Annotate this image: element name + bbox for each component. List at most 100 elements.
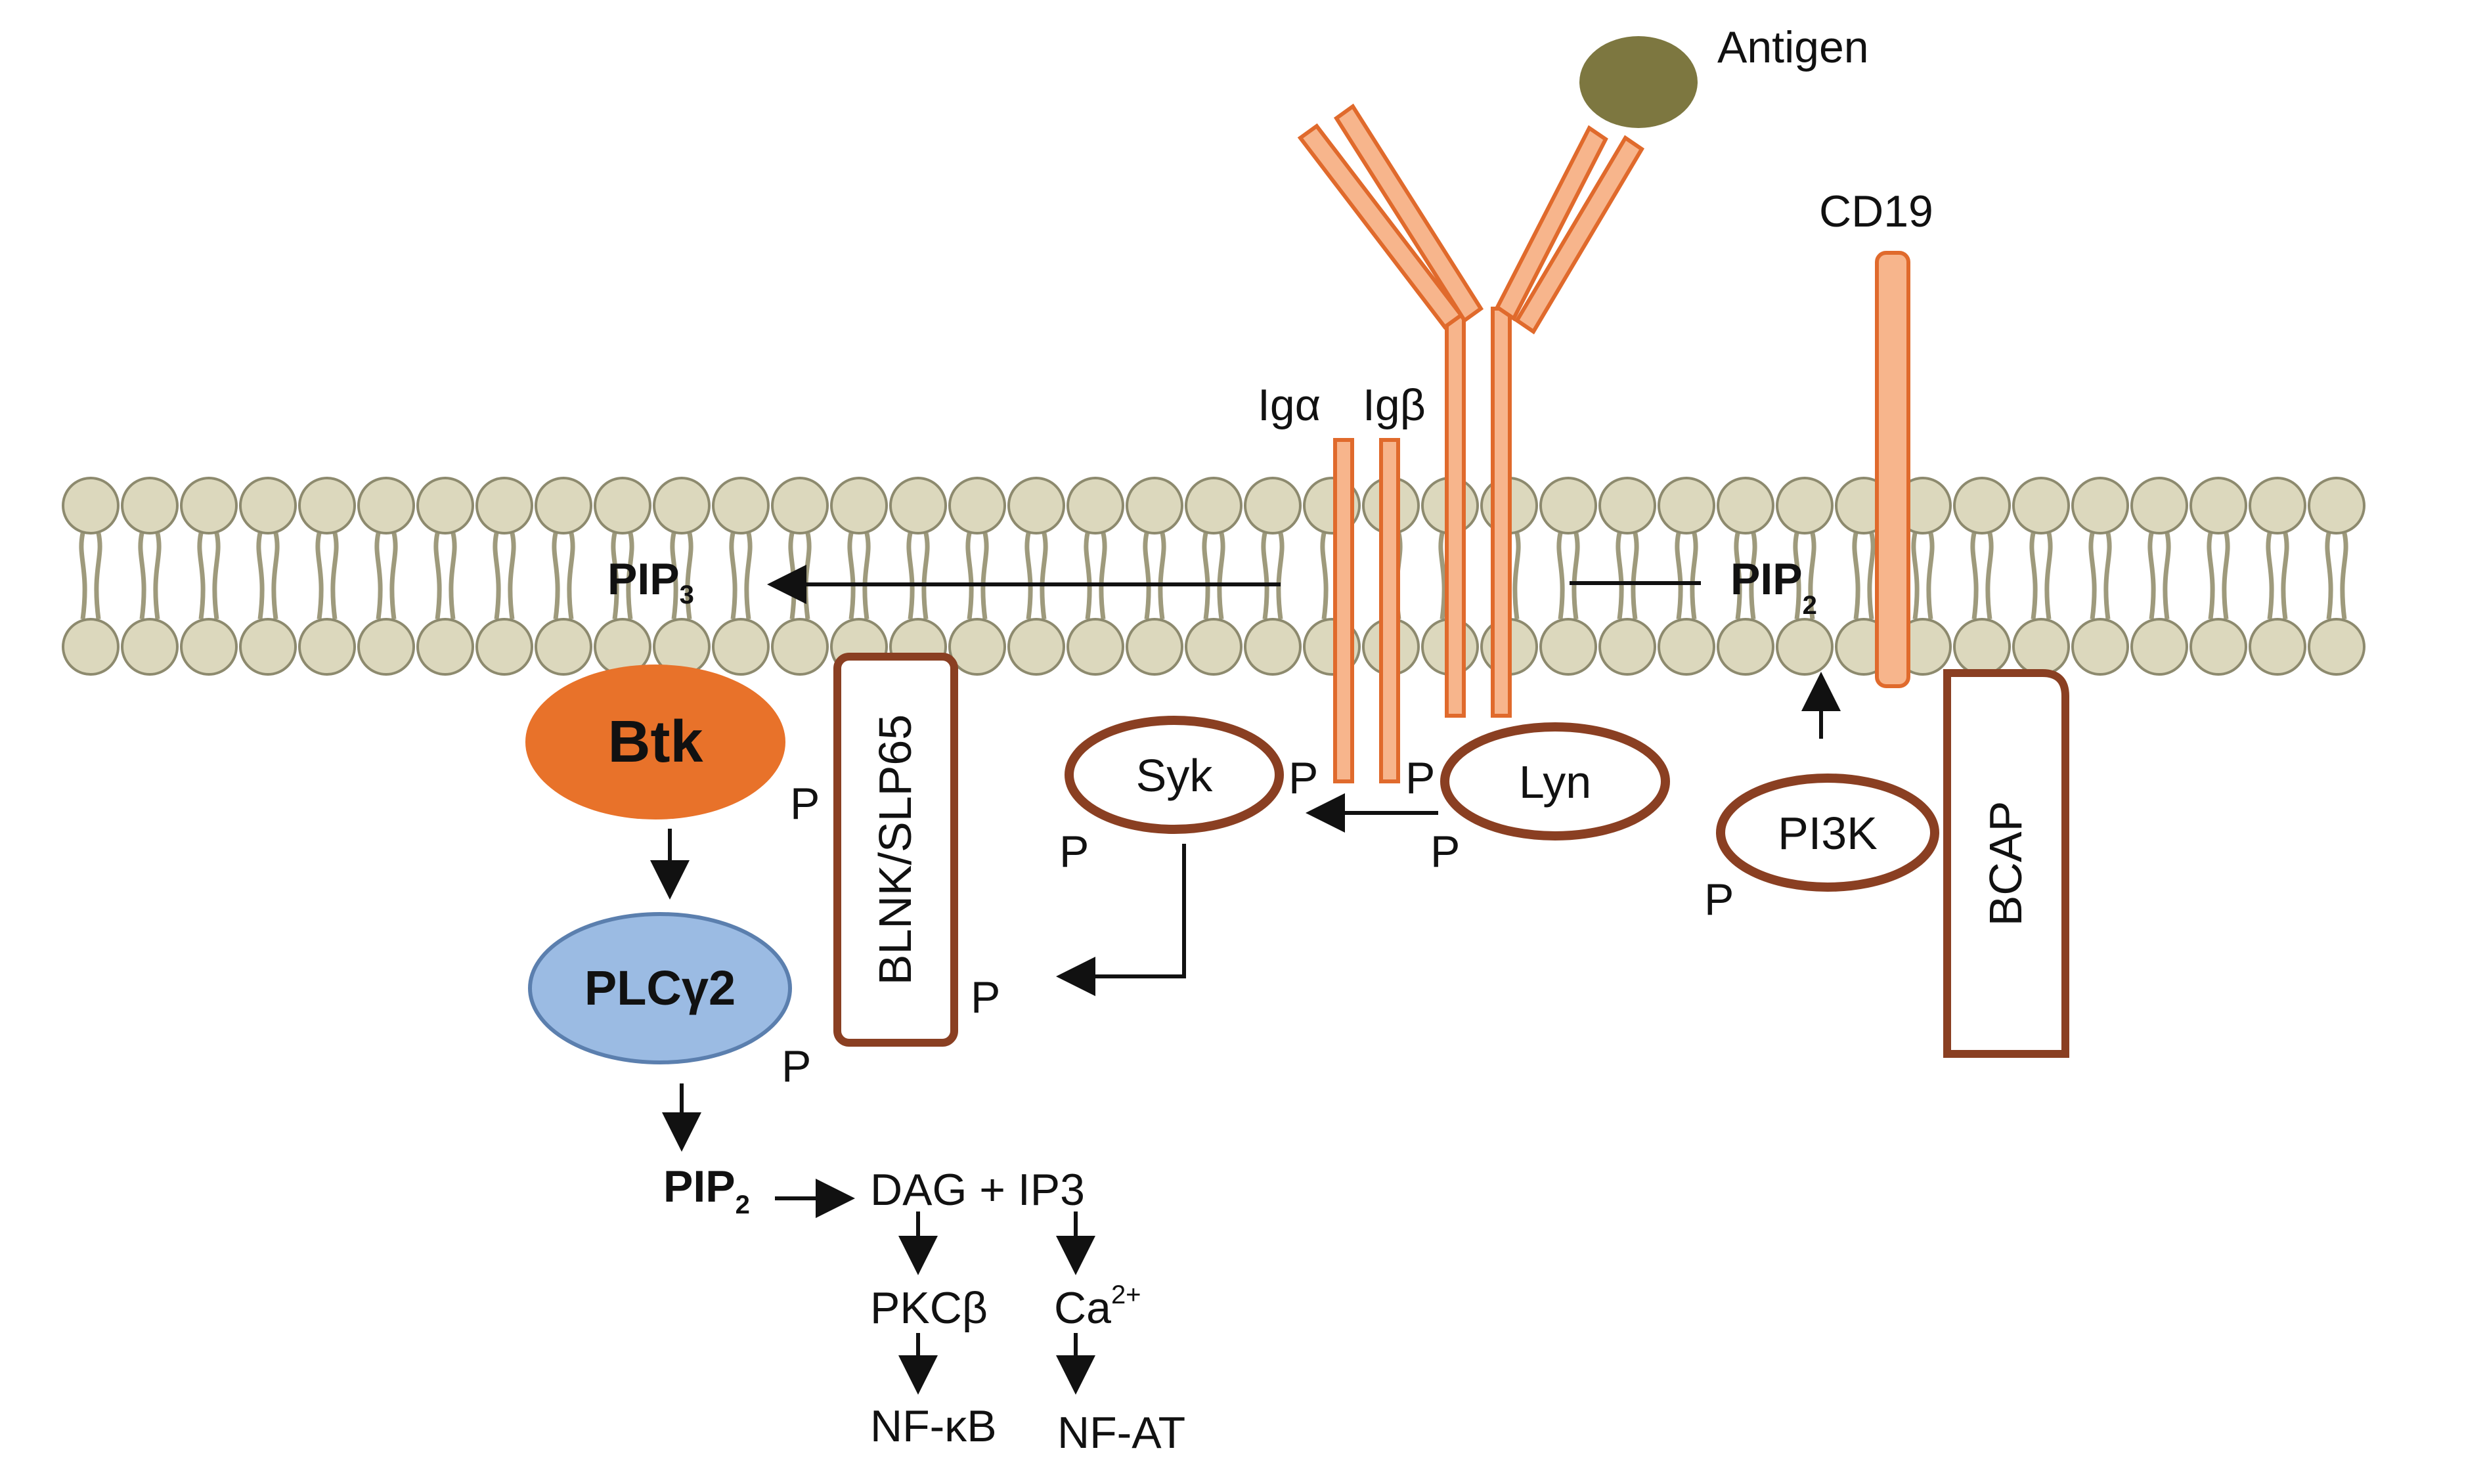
lipid-tails — [1793, 533, 1816, 620]
lipid-head — [121, 618, 179, 676]
bcr-receptor — [1297, 103, 1645, 783]
plc-gamma2-node — [528, 912, 792, 1064]
lipid-head — [475, 477, 533, 535]
lipid-head — [2308, 477, 2365, 535]
ig-alpha-chain — [1333, 438, 1354, 783]
syk-label: Syk — [1136, 750, 1214, 801]
antigen-shape — [1579, 36, 1698, 128]
lipid-tails — [611, 533, 634, 620]
syk-node — [1065, 716, 1284, 834]
lipid-head — [62, 477, 120, 535]
lipid-tails — [1970, 533, 1994, 620]
nfkb-label: NF-κB — [870, 1401, 997, 1451]
lipid-tails — [1024, 533, 1048, 620]
lipid-head — [1717, 477, 1774, 535]
lipid-tails — [1852, 533, 1876, 620]
lipid-tails — [2088, 533, 2112, 620]
btk-label: Btk — [607, 709, 703, 775]
lipid-head — [1007, 477, 1065, 535]
lipid-head — [2189, 618, 2247, 676]
lipid-tails — [1616, 533, 1639, 620]
lipid-head — [298, 618, 356, 676]
lipid-head — [2071, 618, 2129, 676]
lipid-tails — [552, 533, 575, 620]
ig-heavy-chain-right — [1491, 307, 1512, 718]
lipid-tails — [493, 533, 516, 620]
lipid-head — [712, 618, 770, 676]
lipid-head — [357, 618, 415, 676]
ig-left-arm-inner — [1333, 103, 1484, 324]
pip2-membrane-label: PIP2 — [1730, 554, 1817, 620]
blnk-slp65-node — [833, 653, 958, 1047]
lipid-head — [2012, 618, 2070, 676]
lipid-head — [1007, 618, 1065, 676]
phospho-syk-right: P — [1288, 753, 1318, 803]
lipid-tails — [2266, 533, 2289, 620]
lipid-head — [1598, 618, 1656, 676]
lipid-bilayer — [62, 477, 2365, 676]
lipid-head — [1658, 618, 1715, 676]
lipid-head — [712, 477, 770, 535]
lipid-tails — [197, 533, 221, 620]
phospho-syk-bottom: P — [1059, 827, 1089, 877]
lipid-head — [2189, 477, 2247, 535]
lipid-head — [2249, 618, 2306, 676]
lipid-head — [1776, 477, 1834, 535]
lipid-tails — [1261, 533, 1285, 620]
lipid-tails — [1556, 533, 1580, 620]
lipid-tails — [1675, 533, 1698, 620]
lipid-head — [180, 618, 238, 676]
phospho-plc: P — [781, 1041, 811, 1091]
lipid-head — [535, 618, 592, 676]
lipid-head — [180, 477, 238, 535]
lipid-head — [830, 477, 888, 535]
bcap-label: BCAP — [1980, 801, 2031, 927]
lipid-tails — [256, 533, 280, 620]
lipid-head — [771, 618, 829, 676]
plc-gamma2-label: PLCγ2 — [584, 961, 736, 1015]
lipid-head — [1244, 618, 1302, 676]
lipid-tails — [847, 533, 871, 620]
cd19-receptor — [1875, 251, 1910, 688]
lipid-tails — [1143, 533, 1166, 620]
phospho-blnk: P — [971, 972, 1000, 1022]
lipid-head — [1717, 618, 1774, 676]
lipid-tails — [1734, 533, 1757, 620]
ig-beta-chain — [1379, 438, 1400, 783]
lipid-tails — [2207, 533, 2230, 620]
dag-ip3-label: DAG + IP3 — [870, 1165, 1085, 1215]
ig-right-arm-outer — [1495, 125, 1608, 322]
lipid-head — [1953, 618, 2011, 676]
lipid-tails — [1084, 533, 1107, 620]
lipid-tails — [2029, 533, 2053, 620]
lipid-head — [2130, 477, 2188, 535]
lipid-tails — [374, 533, 398, 620]
lipid-head — [1067, 618, 1124, 676]
lipid-tails — [1202, 533, 1225, 620]
lipid-head — [1244, 477, 1302, 535]
lyn-label: Lyn — [1519, 756, 1591, 808]
ig-alpha-label: Igα — [1258, 380, 1321, 430]
ig-right-arm-inner — [1514, 135, 1645, 335]
cd19-label: CD19 — [1819, 186, 1933, 236]
lipid-head — [889, 477, 947, 535]
pi3k-node — [1716, 774, 1939, 892]
lipid-head — [653, 477, 711, 535]
lipid-tails — [2325, 533, 2348, 620]
lipid-head — [948, 618, 1006, 676]
lipid-head — [475, 618, 533, 676]
lipid-tails — [138, 533, 162, 620]
blnk-slp65-label: BLNK/SLP65 — [869, 714, 921, 985]
lipid-head — [1658, 477, 1715, 535]
lipid-tails — [729, 533, 753, 620]
lipid-head — [1539, 477, 1597, 535]
pip2-lower-label: PIP2 — [663, 1162, 750, 1219]
arrow-syk-to-blnk — [1056, 844, 1186, 996]
phospho-pi3k: P — [1704, 875, 1734, 925]
ig-heavy-chain-left — [1445, 307, 1466, 718]
lipid-tails — [2147, 533, 2171, 620]
lipid-head — [357, 477, 415, 535]
lipid-head — [62, 618, 120, 676]
lipid-head — [771, 477, 829, 535]
